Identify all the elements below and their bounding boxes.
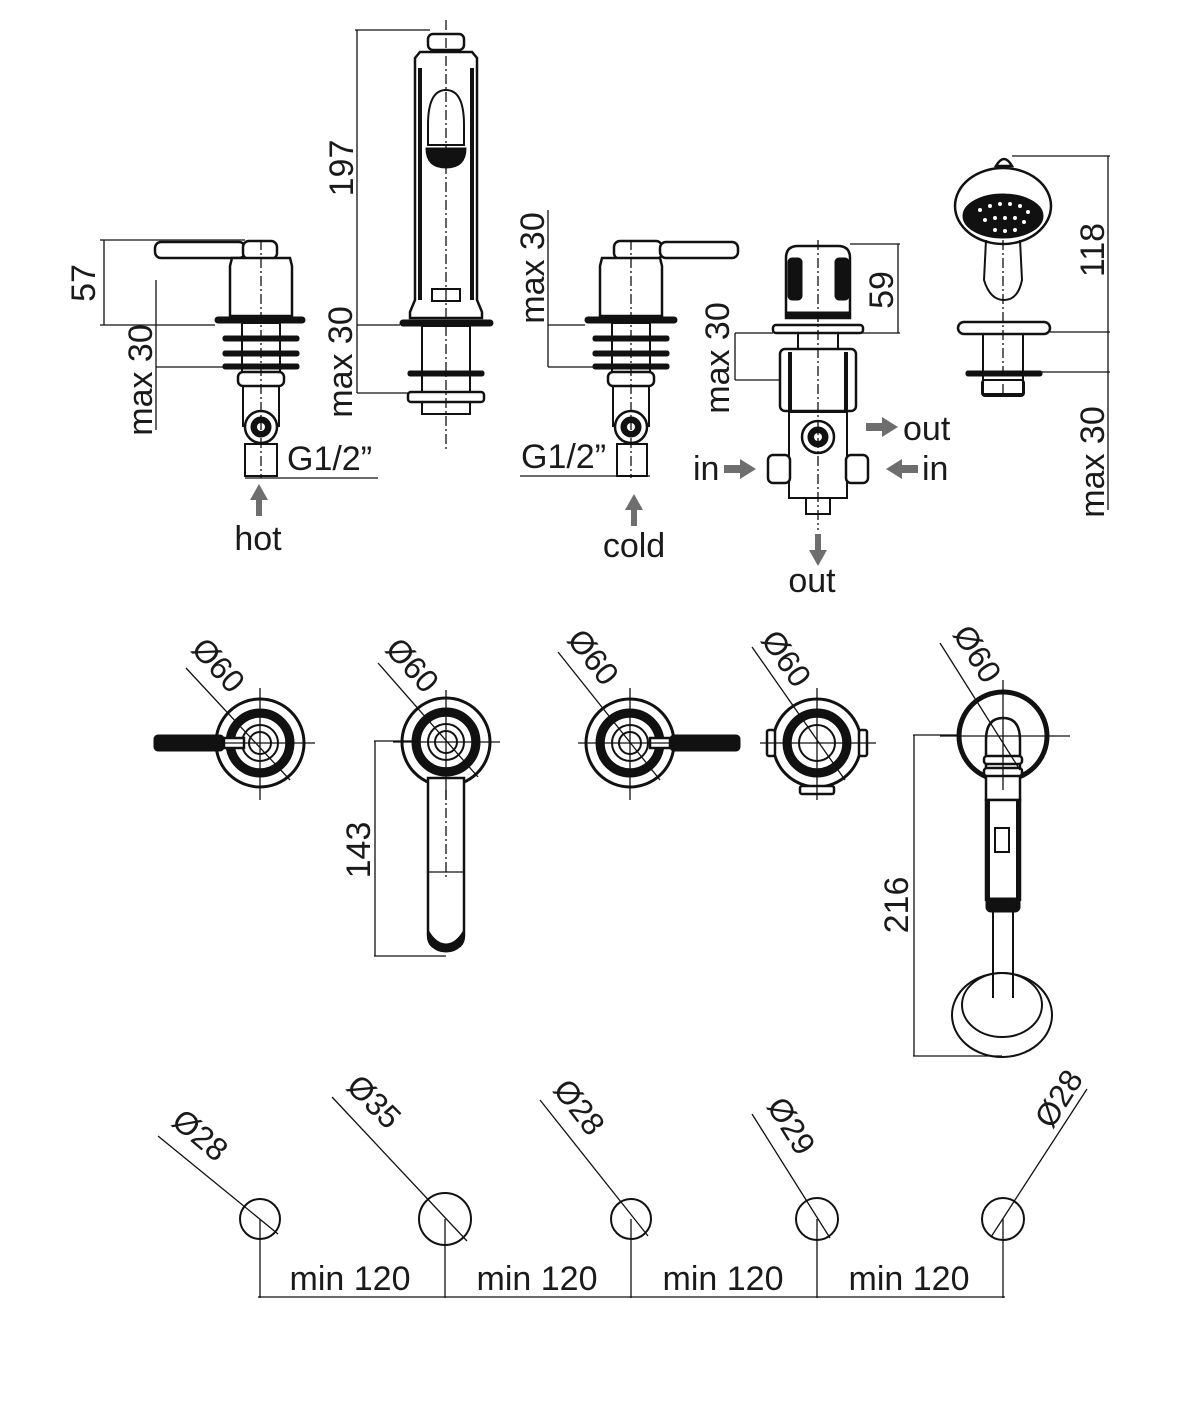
diverter-elevation: 59 max 30 out in in out bbox=[693, 240, 951, 600]
cold-valve-plan: Ø60 bbox=[557, 622, 741, 800]
diverter-deck-label: max 30 bbox=[699, 302, 737, 414]
hot-valve-deck-label: max 30 bbox=[122, 324, 160, 436]
arrow-right-icon bbox=[724, 459, 756, 479]
diverter-height-label: 59 bbox=[863, 271, 901, 309]
hand-shower-length-label: 216 bbox=[878, 877, 916, 934]
diverter-in-right-label: in bbox=[922, 450, 948, 488]
diverter-diameter-label: Ø60 bbox=[754, 623, 818, 693]
arrow-up-icon bbox=[625, 494, 643, 526]
hole: Ø28 bbox=[981, 1063, 1090, 1298]
diverter-plan: Ø60 bbox=[751, 623, 876, 800]
arrow-down-icon bbox=[809, 534, 827, 566]
spout-reach-label: 143 bbox=[340, 822, 378, 879]
deck-holes: Ø28 Ø35 Ø28 Ø29 Ø28 bbox=[157, 1063, 1090, 1298]
hand-shower-diameter-label: Ø60 bbox=[946, 619, 1009, 689]
arrow-left-icon bbox=[886, 459, 918, 479]
spacing-label: min 120 bbox=[290, 1260, 411, 1298]
cold-inlet-label: cold bbox=[603, 527, 665, 565]
hot-valve-elevation: 57 max 30 G1/2” hot bbox=[65, 239, 378, 558]
hand-shower-elevation: 118 max 30 bbox=[953, 155, 1112, 518]
spacing-label: min 120 bbox=[477, 1260, 598, 1298]
spacing-label: min 120 bbox=[849, 1260, 970, 1298]
hot-valve-plan: Ø60 bbox=[153, 631, 315, 800]
hole-diameter-label: Ø29 bbox=[760, 1091, 823, 1161]
cold-valve-elevation: max 30 G1/2” cold bbox=[514, 210, 740, 565]
hole-diameter-label: Ø28 bbox=[166, 1102, 235, 1168]
cold-valve-thread-label: G1/2” bbox=[521, 438, 606, 476]
cold-valve-diameter-label: Ø60 bbox=[560, 622, 626, 692]
hole: Ø28 bbox=[157, 1102, 281, 1298]
spout-plan: Ø60 143 bbox=[340, 631, 500, 957]
hand-shower-deck-label: max 30 bbox=[1074, 406, 1112, 518]
hand-shower-height-label: 118 bbox=[1074, 223, 1112, 277]
arrow-up-icon bbox=[250, 484, 268, 516]
hole-diameter-label: Ø28 bbox=[546, 1072, 612, 1142]
diverter-out-side-label: out bbox=[903, 410, 951, 448]
spout-deck-label: max 30 bbox=[322, 306, 360, 418]
lever-handle bbox=[658, 240, 740, 260]
lever-handle bbox=[153, 240, 247, 260]
hot-valve-thread-label: G1/2” bbox=[287, 440, 372, 478]
cold-valve-deck-label: max 30 bbox=[514, 212, 552, 324]
diverter-out-bottom-label: out bbox=[788, 562, 836, 600]
arrow-right-icon bbox=[866, 417, 898, 437]
hot-valve-height-label: 57 bbox=[65, 264, 103, 302]
hole-diameter-label: Ø35 bbox=[340, 1067, 408, 1135]
spout-height-label: 197 bbox=[323, 140, 361, 197]
spacing-label: min 120 bbox=[663, 1260, 784, 1298]
hand-shower-plan: Ø60 216 bbox=[878, 619, 1070, 1058]
diverter-in-left-label: in bbox=[693, 450, 719, 488]
spout-elevation: 197 max 30 bbox=[322, 20, 494, 452]
hot-inlet-label: hot bbox=[234, 520, 282, 558]
spout-diameter-label: Ø60 bbox=[379, 631, 446, 700]
hot-valve-diameter-label: Ø60 bbox=[185, 631, 252, 700]
